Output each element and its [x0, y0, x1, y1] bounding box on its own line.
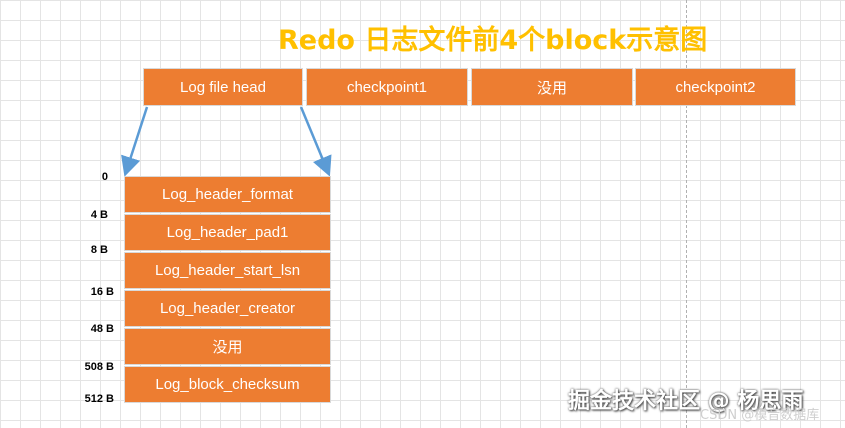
diagram-title: Redo 日志文件前4个block示意图	[278, 25, 708, 56]
field-log-header-start-lsn: Log_header_start_lsn	[124, 252, 331, 289]
dashed-divider	[686, 0, 687, 428]
offset-label: 48 B	[90, 323, 114, 335]
field-unused: 没用	[124, 328, 331, 365]
offset-label: 508 B	[84, 361, 114, 373]
left-arrow	[121, 106, 149, 177]
offset-label: 4 B	[90, 209, 108, 221]
field-log-header-creator: Log_header_creator	[124, 290, 331, 327]
offset-label: 16 B	[90, 286, 114, 298]
field-log-header-pad1: Log_header_pad1	[124, 214, 331, 251]
block-checkpoint1: checkpoint1	[306, 68, 468, 106]
right-arrow	[299, 106, 332, 177]
offset-label: 512 B	[84, 393, 114, 405]
watermark-small: CSDN @模音数据库	[700, 408, 820, 423]
field-log-header-format: Log_header_format	[124, 176, 331, 213]
block-log-file-head: Log file head	[143, 68, 303, 106]
block-unused: 没用	[471, 68, 633, 106]
field-log-block-checksum: Log_block_checksum	[124, 366, 331, 403]
block-checkpoint2: checkpoint2	[635, 68, 796, 106]
offset-label: 8 B	[90, 244, 108, 256]
offset-label: 0	[101, 171, 108, 183]
watermark: 掘金技术社区 @ 杨思雨	[568, 389, 804, 414]
